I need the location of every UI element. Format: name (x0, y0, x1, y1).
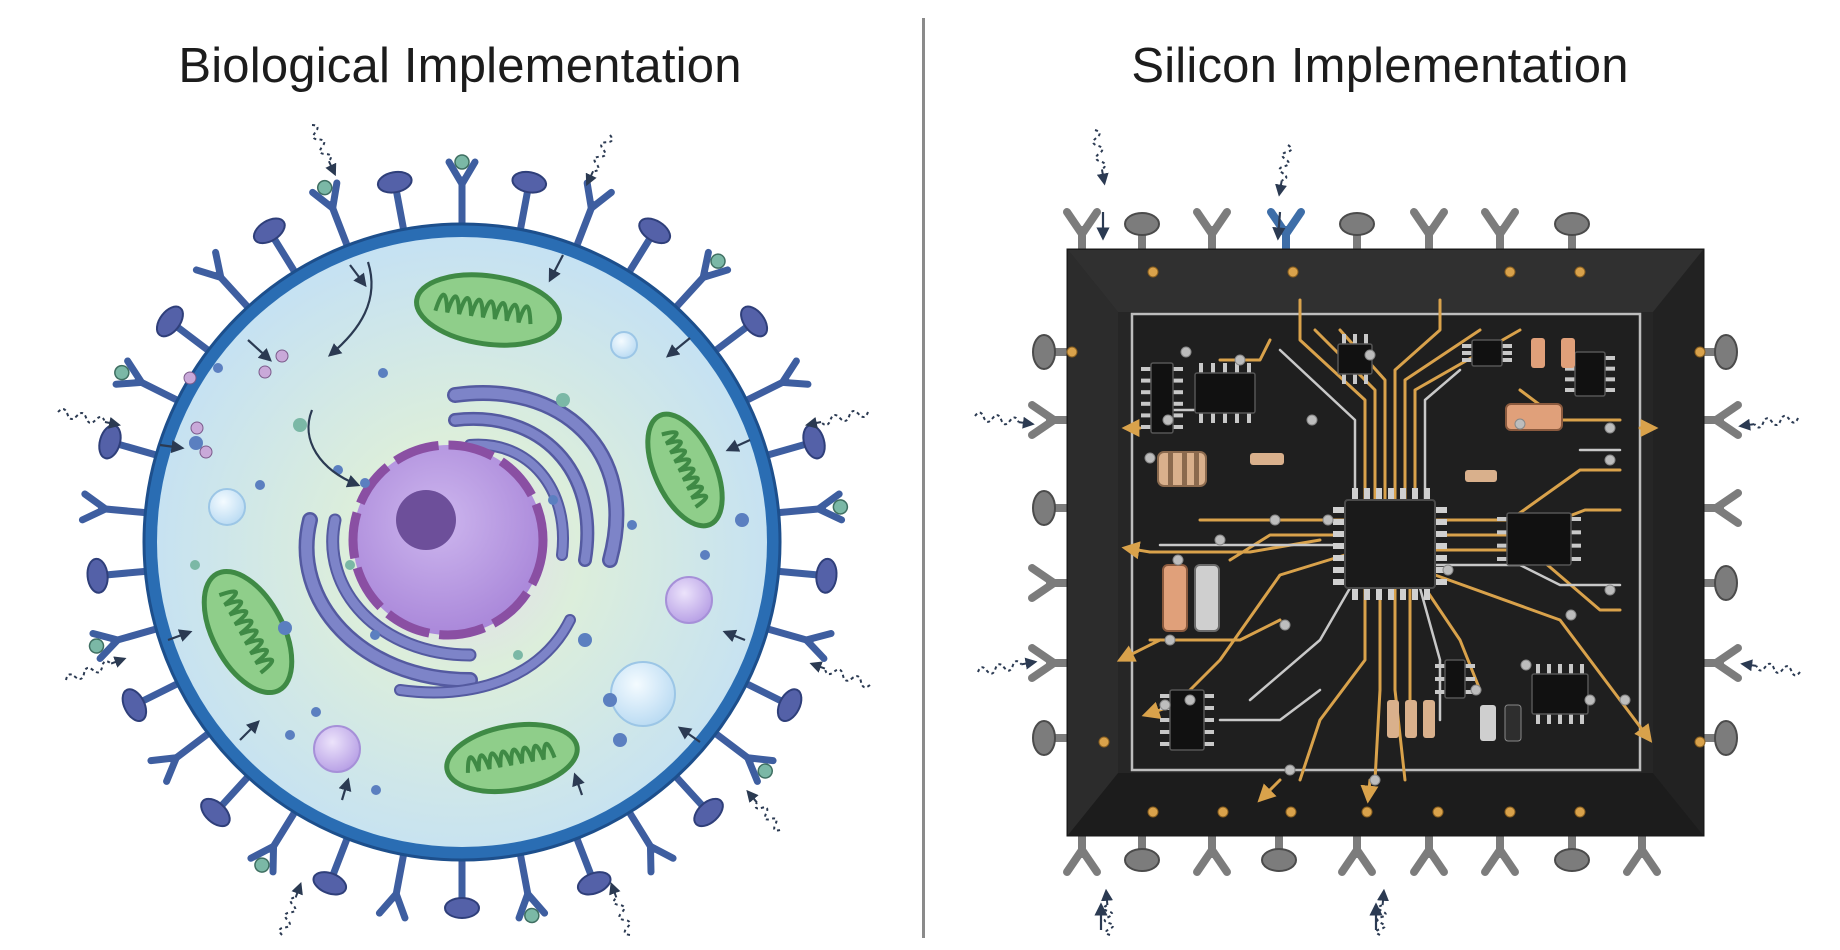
signal-squiggle-icon (65, 656, 127, 681)
receptor-y-icon (625, 808, 677, 876)
vesicle-icon (610, 331, 638, 359)
signal-arrows (159, 254, 751, 801)
panel-divider (922, 18, 925, 938)
silicon-panel-title: Silicon Implementation (1131, 39, 1629, 93)
receptor-knob-icon (86, 557, 149, 594)
signal-squiggle-icon (809, 661, 871, 689)
biological-cell-diagram (57, 124, 871, 936)
signal-squiggle-icon (278, 882, 303, 936)
receptor-y-icon (309, 179, 351, 249)
signal-squiggle-icon (585, 134, 614, 187)
receptor-knob-icon (712, 305, 769, 354)
receptor-knob-icon (200, 773, 252, 828)
signal-squiggle-icon (609, 882, 631, 936)
ic-chip-icon (1337, 334, 1373, 384)
resistor-icon (1250, 338, 1575, 742)
signal-squiggle-icon (1740, 659, 1801, 677)
receptor-y-icon (147, 730, 212, 785)
ic-chip-icon (1497, 512, 1581, 566)
receptor-y-icon (445, 154, 479, 228)
receptor-y-icon (112, 357, 181, 404)
signal-squiggle-icon (1092, 129, 1109, 186)
receptor-y-icon (247, 808, 299, 876)
receptor-y-icon (775, 490, 849, 524)
endoplasmic-reticulum-icon (298, 385, 625, 699)
ic-chip-icon (1435, 659, 1475, 699)
receptor-knob-icon (312, 835, 351, 896)
receptor-y-icon (78, 490, 149, 524)
signal-squiggle-icon (805, 410, 869, 429)
receptor-knob-icon (743, 680, 803, 722)
external-signals (974, 129, 1801, 936)
nucleus-icon (348, 440, 548, 640)
receptor-knob-icon (625, 217, 672, 276)
resistor-icon (1162, 564, 1220, 632)
mitochondrion-icon (645, 411, 725, 529)
receptor-y-icon (712, 730, 777, 785)
receptor-y-icon (573, 179, 615, 249)
receptor-knob-icon (775, 557, 838, 594)
external-signals (57, 124, 871, 936)
signal-squiggle-icon (977, 657, 1038, 675)
ic-chip-icon (1565, 351, 1615, 397)
receptor-knob-icon (573, 835, 612, 896)
receptor-knob-icon (252, 217, 299, 276)
mitochondrion-icon (201, 568, 295, 696)
vesicle-icon (208, 488, 246, 526)
receptor-knob-icon (155, 305, 212, 354)
ic-components (1141, 334, 1615, 751)
processor-chip-icon (1333, 488, 1447, 600)
resistor-icon (1157, 451, 1207, 487)
receptor-knob-icon (121, 680, 181, 722)
signal-squiggle-icon (1738, 414, 1799, 431)
signal-squiggle-icon (1275, 144, 1293, 197)
cytoplasm-particles (183, 349, 749, 795)
silicon-chip-diagram (974, 129, 1801, 936)
circuit-vias (1066, 266, 1706, 818)
capacitor-icon (1505, 403, 1563, 431)
signal-squiggle-icon (311, 124, 337, 177)
receptor-y-icon (375, 851, 409, 922)
vesicle-icon (665, 576, 713, 624)
receptor-knob-icon (444, 856, 480, 919)
receptor-knob-icon (764, 424, 826, 460)
receptor-y-icon (743, 357, 812, 404)
signal-squiggle-icon (1101, 888, 1115, 936)
receptor-y-icon (764, 625, 835, 662)
receptor-y-icon (88, 625, 160, 662)
ic-chip-icon (1462, 339, 1512, 367)
receptor-y-icon (192, 248, 252, 311)
vesicle-icon (313, 725, 361, 773)
mitochondrion-icon (444, 721, 580, 795)
receptor-knob-icon (376, 170, 413, 233)
nucleolus (396, 490, 456, 550)
biological-panel-title: Biological Implementation (178, 39, 742, 93)
signal-arrows (1094, 211, 1383, 930)
signal-squiggle-icon (974, 411, 1035, 429)
mitochondrion-icon (414, 272, 562, 348)
receptor-knob-icon (511, 170, 548, 233)
signal-squiggle-icon (57, 408, 121, 429)
ic-chip-icon (1531, 664, 1589, 724)
ic-chip-icon (1194, 363, 1256, 423)
receptor-y-icon (515, 851, 549, 924)
receptor-knob-icon (98, 424, 160, 460)
signal-squiggle-icon (1375, 888, 1389, 936)
vesicle-icon (610, 661, 676, 727)
receptor-knob-icon (672, 773, 724, 828)
membrane-receptors (78, 154, 849, 924)
receptor-y-icon (672, 248, 732, 311)
signal-squiggle-icon (746, 789, 781, 832)
